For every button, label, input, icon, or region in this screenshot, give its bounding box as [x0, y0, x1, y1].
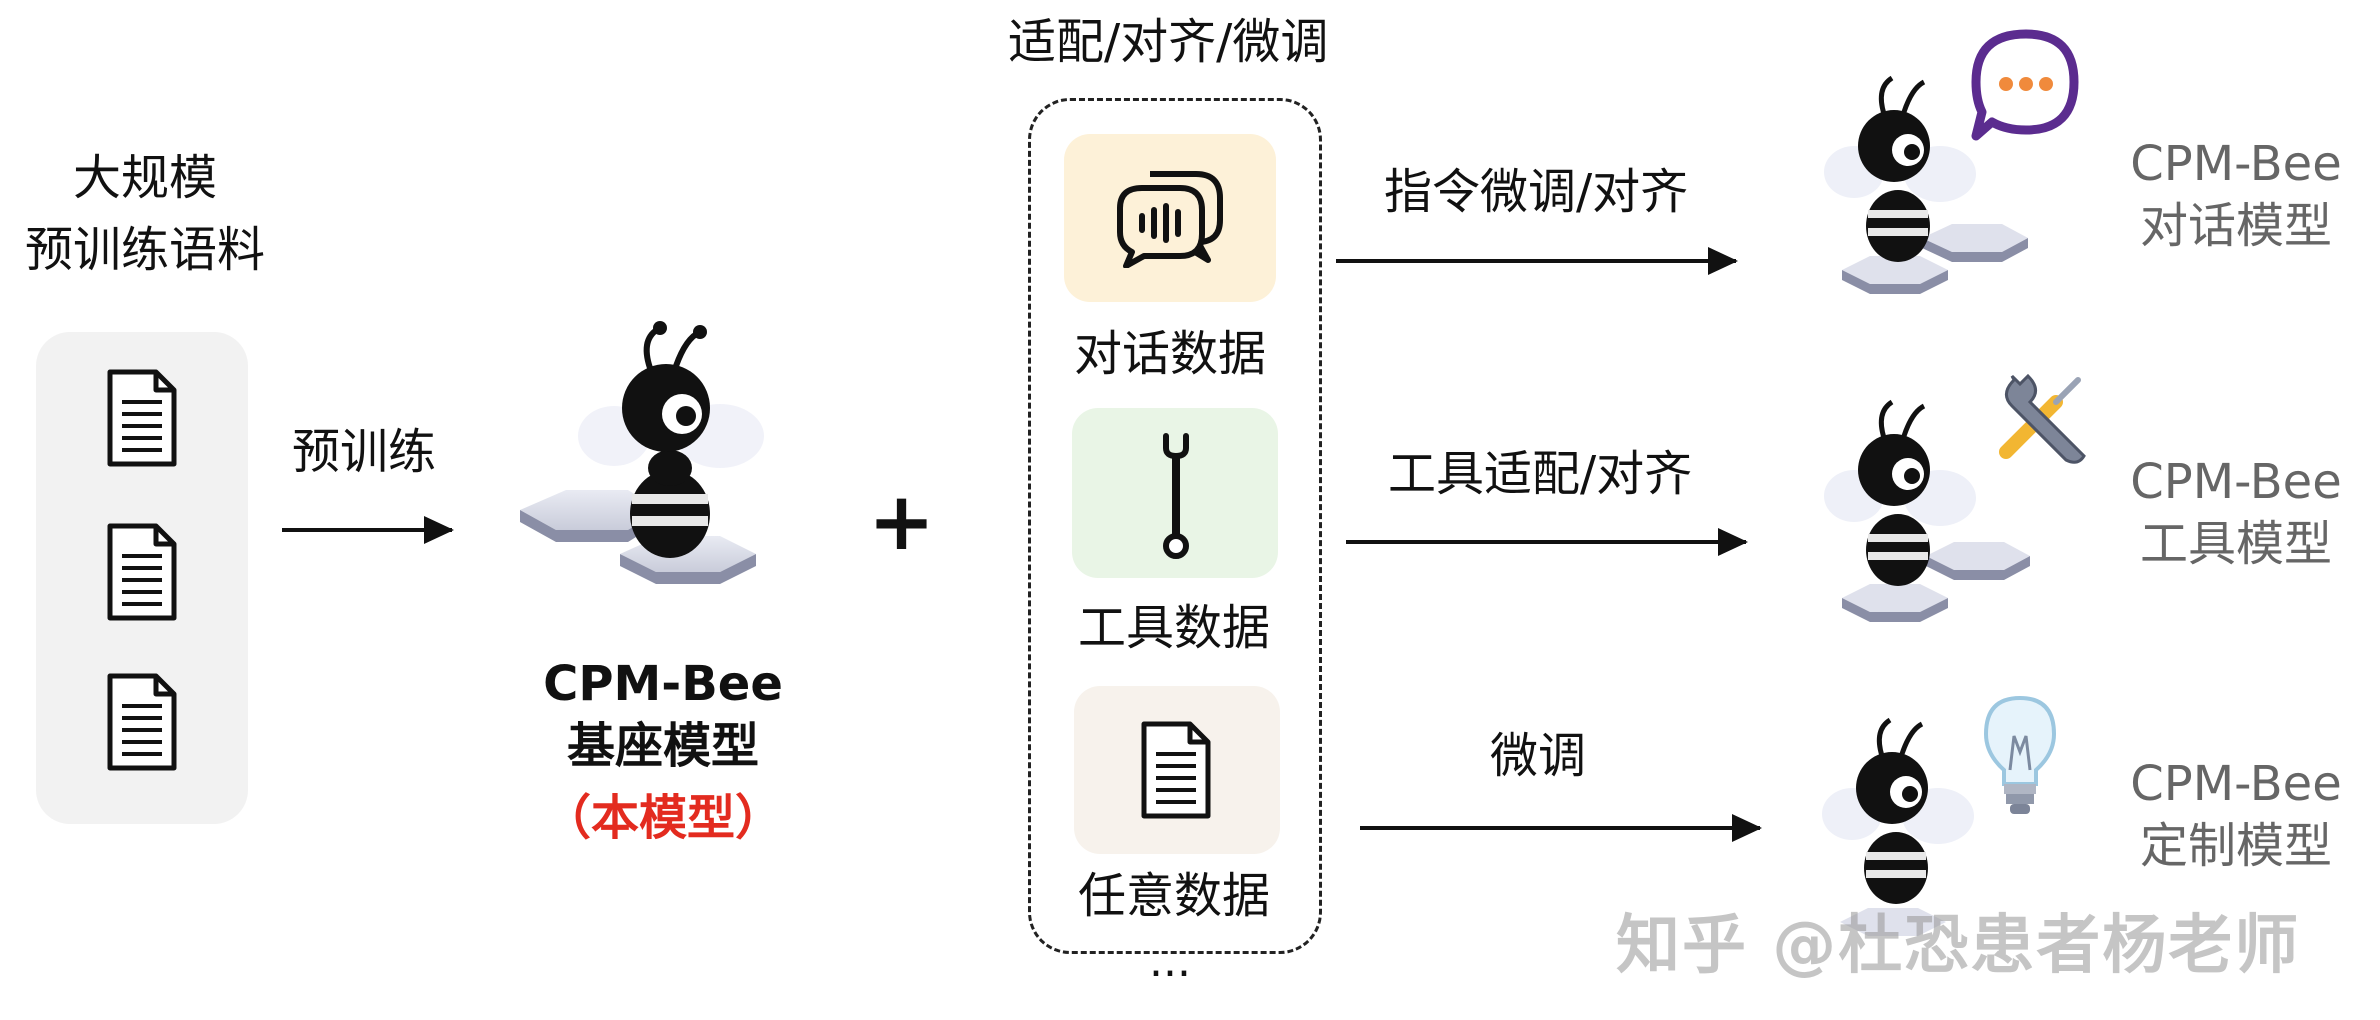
watermark: 知乎 @杜恐患者杨老师 [1616, 909, 2301, 983]
chat-data-card [1064, 134, 1276, 302]
corpus-panel [36, 332, 248, 824]
pretrain-arrow [282, 516, 454, 544]
flow-label-finetune: 微调 [1490, 728, 1587, 784]
hex-platform-left [520, 490, 660, 542]
flow-label-dialog: 指令微调/对齐 [1384, 164, 1689, 220]
pretrain-label: 预训练 [292, 424, 437, 480]
wrench-icon [1163, 433, 1189, 559]
adapt-data-group [1028, 98, 1322, 954]
tool-bee-mascot [1824, 399, 2030, 622]
base-model-subtitle: 基座模型 [566, 718, 759, 774]
document-icon [1141, 721, 1211, 819]
base-bee-mascot [520, 321, 764, 584]
dialog-model-name: CPM-Bee [2130, 136, 2342, 192]
tool-data-card [1072, 408, 1278, 578]
document-icon [107, 673, 177, 771]
any-data-card [1074, 686, 1280, 854]
tool-model-type: 工具模型 [2139, 516, 2332, 572]
custom-model-name: CPM-Bee [2130, 756, 2342, 812]
flow-arrow-finetune [1360, 814, 1762, 842]
tools-icon [1999, 373, 2086, 464]
flow-label-tool: 工具适配/对齐 [1388, 446, 1693, 502]
chat-bubbles-icon [1117, 171, 1223, 268]
chat-data-label: 对话数据 [1073, 326, 1266, 382]
dialog-model-type: 对话模型 [2139, 198, 2332, 254]
any-data-label: 任意数据 [1077, 868, 1270, 924]
flow-arrow-dialog [1336, 247, 1738, 275]
adapt-title: 适配/对齐/微调 [1008, 14, 1329, 70]
corpus-title-line2: 预训练语料 [24, 222, 265, 278]
speech-bubble-icon [1971, 29, 2079, 141]
corpus-title-line1: 大规模 [72, 150, 217, 206]
lightbulb-icon [1983, 695, 2057, 814]
plus-sign: + [868, 475, 936, 568]
custom-bee-mascot [1822, 717, 1974, 936]
tool-data-label: 工具数据 [1077, 600, 1270, 656]
base-model-note: （本模型） [542, 790, 783, 846]
base-model-name: CPM-Bee [543, 656, 783, 712]
flow-arrow-tool [1346, 528, 1748, 556]
document-icon [107, 369, 177, 467]
tool-model-name: CPM-Bee [2130, 454, 2342, 510]
dialog-bee-mascot [1824, 75, 2028, 294]
custom-model-type: 定制模型 [2139, 818, 2332, 874]
more-ellipsis: ... [1149, 936, 1191, 987]
document-icon [107, 523, 177, 621]
